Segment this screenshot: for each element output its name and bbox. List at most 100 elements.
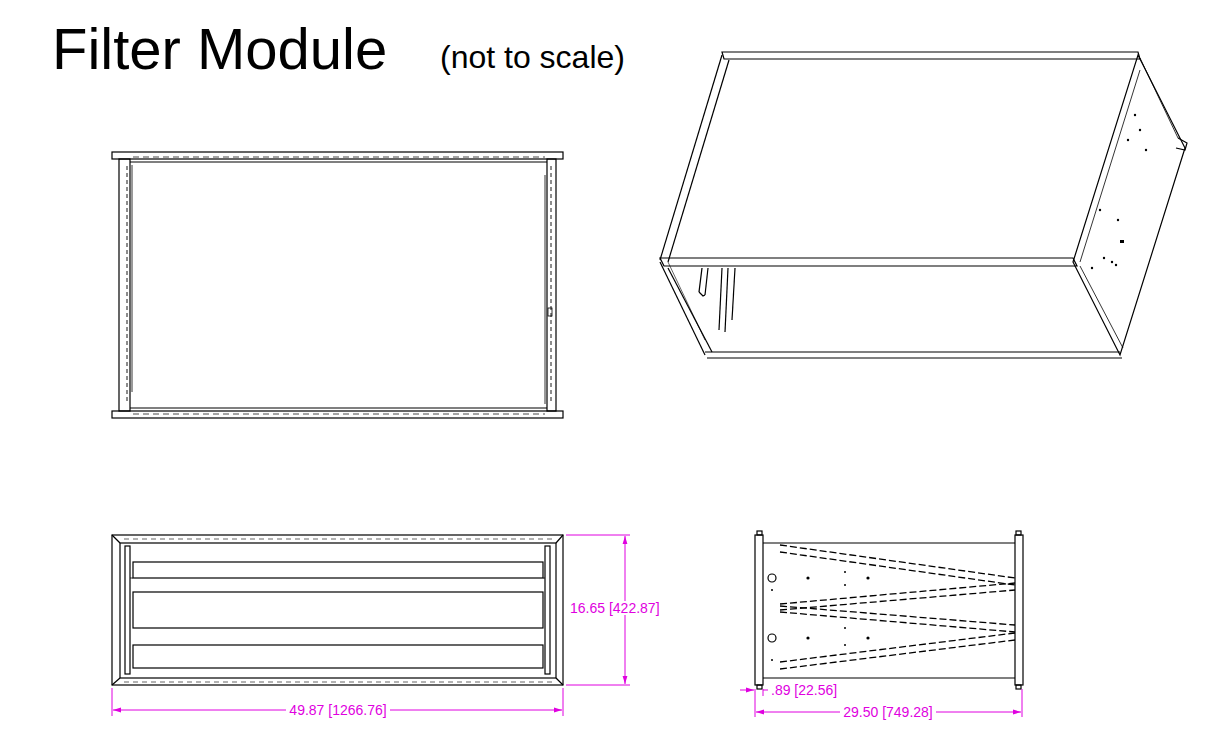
isometric-view-part [1176, 138, 1187, 150]
rivet-dots-part [1120, 240, 1124, 243]
rivet-dots-part [1111, 261, 1113, 263]
isometric-view [660, 52, 1187, 358]
front-view-part [112, 678, 120, 685]
dimension-lines-part [566, 535, 630, 536]
isometric-view-part [725, 268, 728, 332]
isometric-view-part [660, 262, 705, 355]
side-view-part [1015, 535, 1023, 685]
side-view-dots-part [866, 576, 869, 579]
front-view-part [124, 682, 552, 683]
plan-view-part [132, 165, 133, 392]
plan-view-part [119, 159, 130, 411]
plan-view-part [130, 161, 547, 162]
dimension-label: .89 [22.56] [768, 683, 840, 697]
rivet-dots-part [1099, 209, 1101, 211]
front-view-part [112, 535, 563, 685]
front-view-part [133, 592, 543, 628]
isometric-view-part [668, 60, 729, 262]
side-view-dots-part [806, 576, 809, 579]
front-view-part [124, 539, 552, 540]
dimension-lines [112, 535, 1022, 717]
plan-view-part [551, 166, 552, 404]
isometric-view-part [705, 351, 1120, 352]
front-view [112, 535, 563, 685]
side-view-dots [771, 571, 870, 661]
rivet-dots-part [1145, 149, 1147, 151]
rivet-dots-part [1103, 257, 1105, 259]
isometric-view-part [660, 55, 722, 260]
rivet-dots-part [1115, 264, 1117, 266]
isometric-view-part [699, 292, 705, 296]
plan-view-part [130, 407, 547, 408]
side-view-dots-part [844, 571, 846, 573]
plan-view-part [112, 152, 563, 159]
rivet-dots-part [1134, 114, 1136, 116]
isometric-view-part [668, 268, 712, 352]
isometric-view-part [668, 262, 705, 340]
front-view-part [133, 562, 543, 578]
front-view-part [133, 645, 543, 668]
dimension-lines-part [563, 688, 564, 716]
plan-view-part [547, 159, 556, 411]
isometric-view-part [660, 258, 1077, 266]
side-view-part [768, 574, 776, 582]
front-view-part [556, 678, 563, 685]
dimension-label: 16.65 [422.87] [567, 601, 663, 615]
side-view-part [763, 677, 1015, 678]
side-view-dots-part [844, 644, 846, 646]
side-view-part [763, 542, 1015, 543]
side-view [755, 531, 1023, 689]
dimension-lines-part [740, 690, 754, 691]
filter-media-dashed-part [780, 552, 1015, 585]
isometric-view-part [719, 268, 722, 330]
drawing-title: Filter Module [52, 20, 387, 78]
filter-media-dashed-part [780, 590, 1015, 610]
side-view-part [768, 634, 776, 642]
dimension-label: 29.50 [749.28] [840, 705, 936, 719]
dimension-lines-part [566, 685, 630, 686]
front-view-part [120, 543, 556, 678]
side-view-dots-part [866, 636, 869, 639]
dimension-lines-part [112, 688, 113, 716]
side-view-part [755, 535, 763, 685]
rivet-dots-part [1091, 267, 1093, 269]
plan-view-part [133, 157, 545, 158]
plan-view-part [127, 166, 128, 404]
side-view-part [1016, 531, 1021, 535]
dimension-label: 49.87 [1266.76] [286, 703, 389, 717]
side-view-dots-part [844, 627, 846, 629]
plan-view-part [133, 414, 545, 415]
plan-view-part [112, 411, 563, 418]
scale-note: (not to scale) [440, 41, 625, 73]
filter-media-dashed-part [780, 545, 1015, 578]
isometric-view-part [722, 52, 1140, 59]
isometric-view-part [1080, 70, 1140, 262]
filter-media-dashed-part [780, 640, 1015, 669]
rivet-dots-part [1139, 129, 1141, 131]
filter-media-dashed-part [780, 612, 1015, 632]
dimension-lines-part [1022, 689, 1023, 717]
isometric-view-part [1073, 55, 1185, 355]
isometric-view-part [732, 268, 735, 320]
isometric-view-part [1140, 58, 1178, 138]
isometric-view-part [707, 357, 1122, 358]
filter-media-dashed-part [780, 633, 1015, 662]
side-view-part [1016, 685, 1021, 689]
rivet-dots [1091, 114, 1147, 269]
side-view-part [757, 685, 762, 689]
side-view-dots-part [806, 636, 809, 639]
rivet-dots-part [1117, 219, 1119, 221]
front-view-part [543, 578, 545, 579]
front-view-part [130, 578, 133, 579]
side-view-dots-part [844, 584, 846, 586]
side-view-dots-part [771, 659, 773, 661]
plan-view [112, 152, 563, 418]
front-view-part [545, 546, 550, 674]
rivet-dots-part [1127, 139, 1129, 141]
front-view-part [125, 546, 130, 674]
front-view-part [112, 535, 120, 543]
isometric-view-part [1080, 266, 1123, 348]
plan-view-part [545, 175, 546, 404]
isometric-view-part [699, 268, 702, 292]
